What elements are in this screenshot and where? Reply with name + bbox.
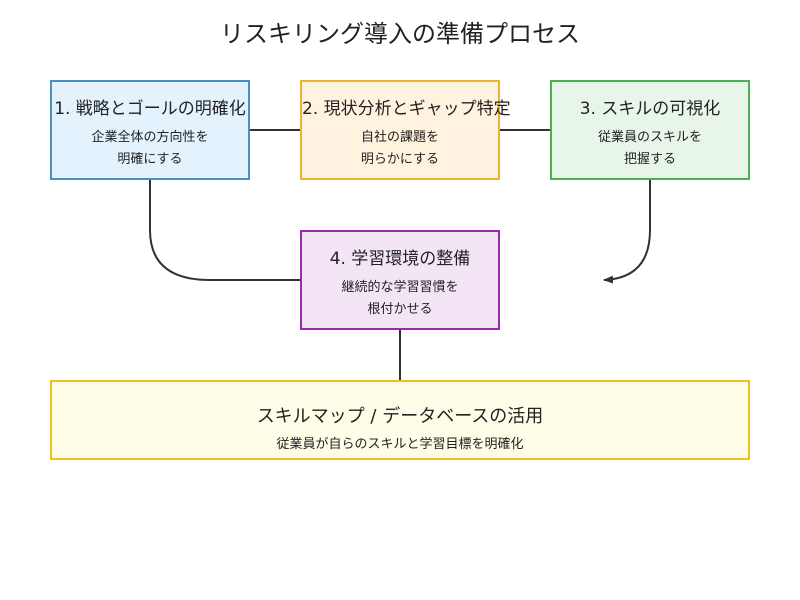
step-description-line: 根付かせる <box>367 302 433 317</box>
step-description-line: 企業全体の方向性を <box>91 130 209 145</box>
step-description-line: 明らかにする <box>360 152 440 167</box>
step-box-gap-analysis: 2. 現状分析とギャップ特定 自社の課題を 明らかにする <box>300 80 511 180</box>
step-description-line: 従業員のスキルを <box>597 130 702 145</box>
step-box-strategy: 1. 戦略とゴールの明確化 企業全体の方向性を 明確にする <box>50 80 250 180</box>
step-description: 従業員のスキルを 把握する <box>552 127 748 171</box>
outcome-description: 従業員が自らのスキルと学習目標を明確化 <box>276 437 524 452</box>
step-description: 企業全体の方向性を 明確にする <box>52 127 248 171</box>
step-description-line: 自社の課題を <box>360 130 439 145</box>
diagram-title: リスキリング導入の準備プロセス <box>220 20 580 48</box>
outcome-box-skill-map: スキルマップ / データベースの活用 従業員が自らのスキルと学習目標を明確化 <box>50 380 750 460</box>
step-box-skill-visualization: 3. スキルの可視化 従業員のスキルを 把握する <box>550 80 750 180</box>
step-description: 自社の課題を 明らかにする <box>302 127 498 171</box>
step-description-line: 明確にする <box>117 152 183 167</box>
step-box-learning-environment: 4. 学習環境の整備 継続的な学習習慣を 根付かせる <box>300 230 500 330</box>
arrow-step3-to-step4 <box>603 180 651 284</box>
step-description-line: 継続的な学習習慣を <box>341 280 459 295</box>
step-heading: 3. スキルの可視化 <box>579 99 721 119</box>
outcome-heading: スキルマップ / データベースの活用 <box>256 406 544 427</box>
step-heading: 2. 現状分析とギャップ特定 <box>302 99 511 119</box>
step-heading: 1. 戦略とゴールの明確化 <box>54 99 246 119</box>
step-description: 継続的な学習習慣を 根付かせる <box>302 277 498 321</box>
arrow-step1-to-step4 <box>149 180 319 284</box>
step-heading: 4. 学習環境の整備 <box>329 249 471 269</box>
step-description-line: 把握する <box>623 152 676 167</box>
